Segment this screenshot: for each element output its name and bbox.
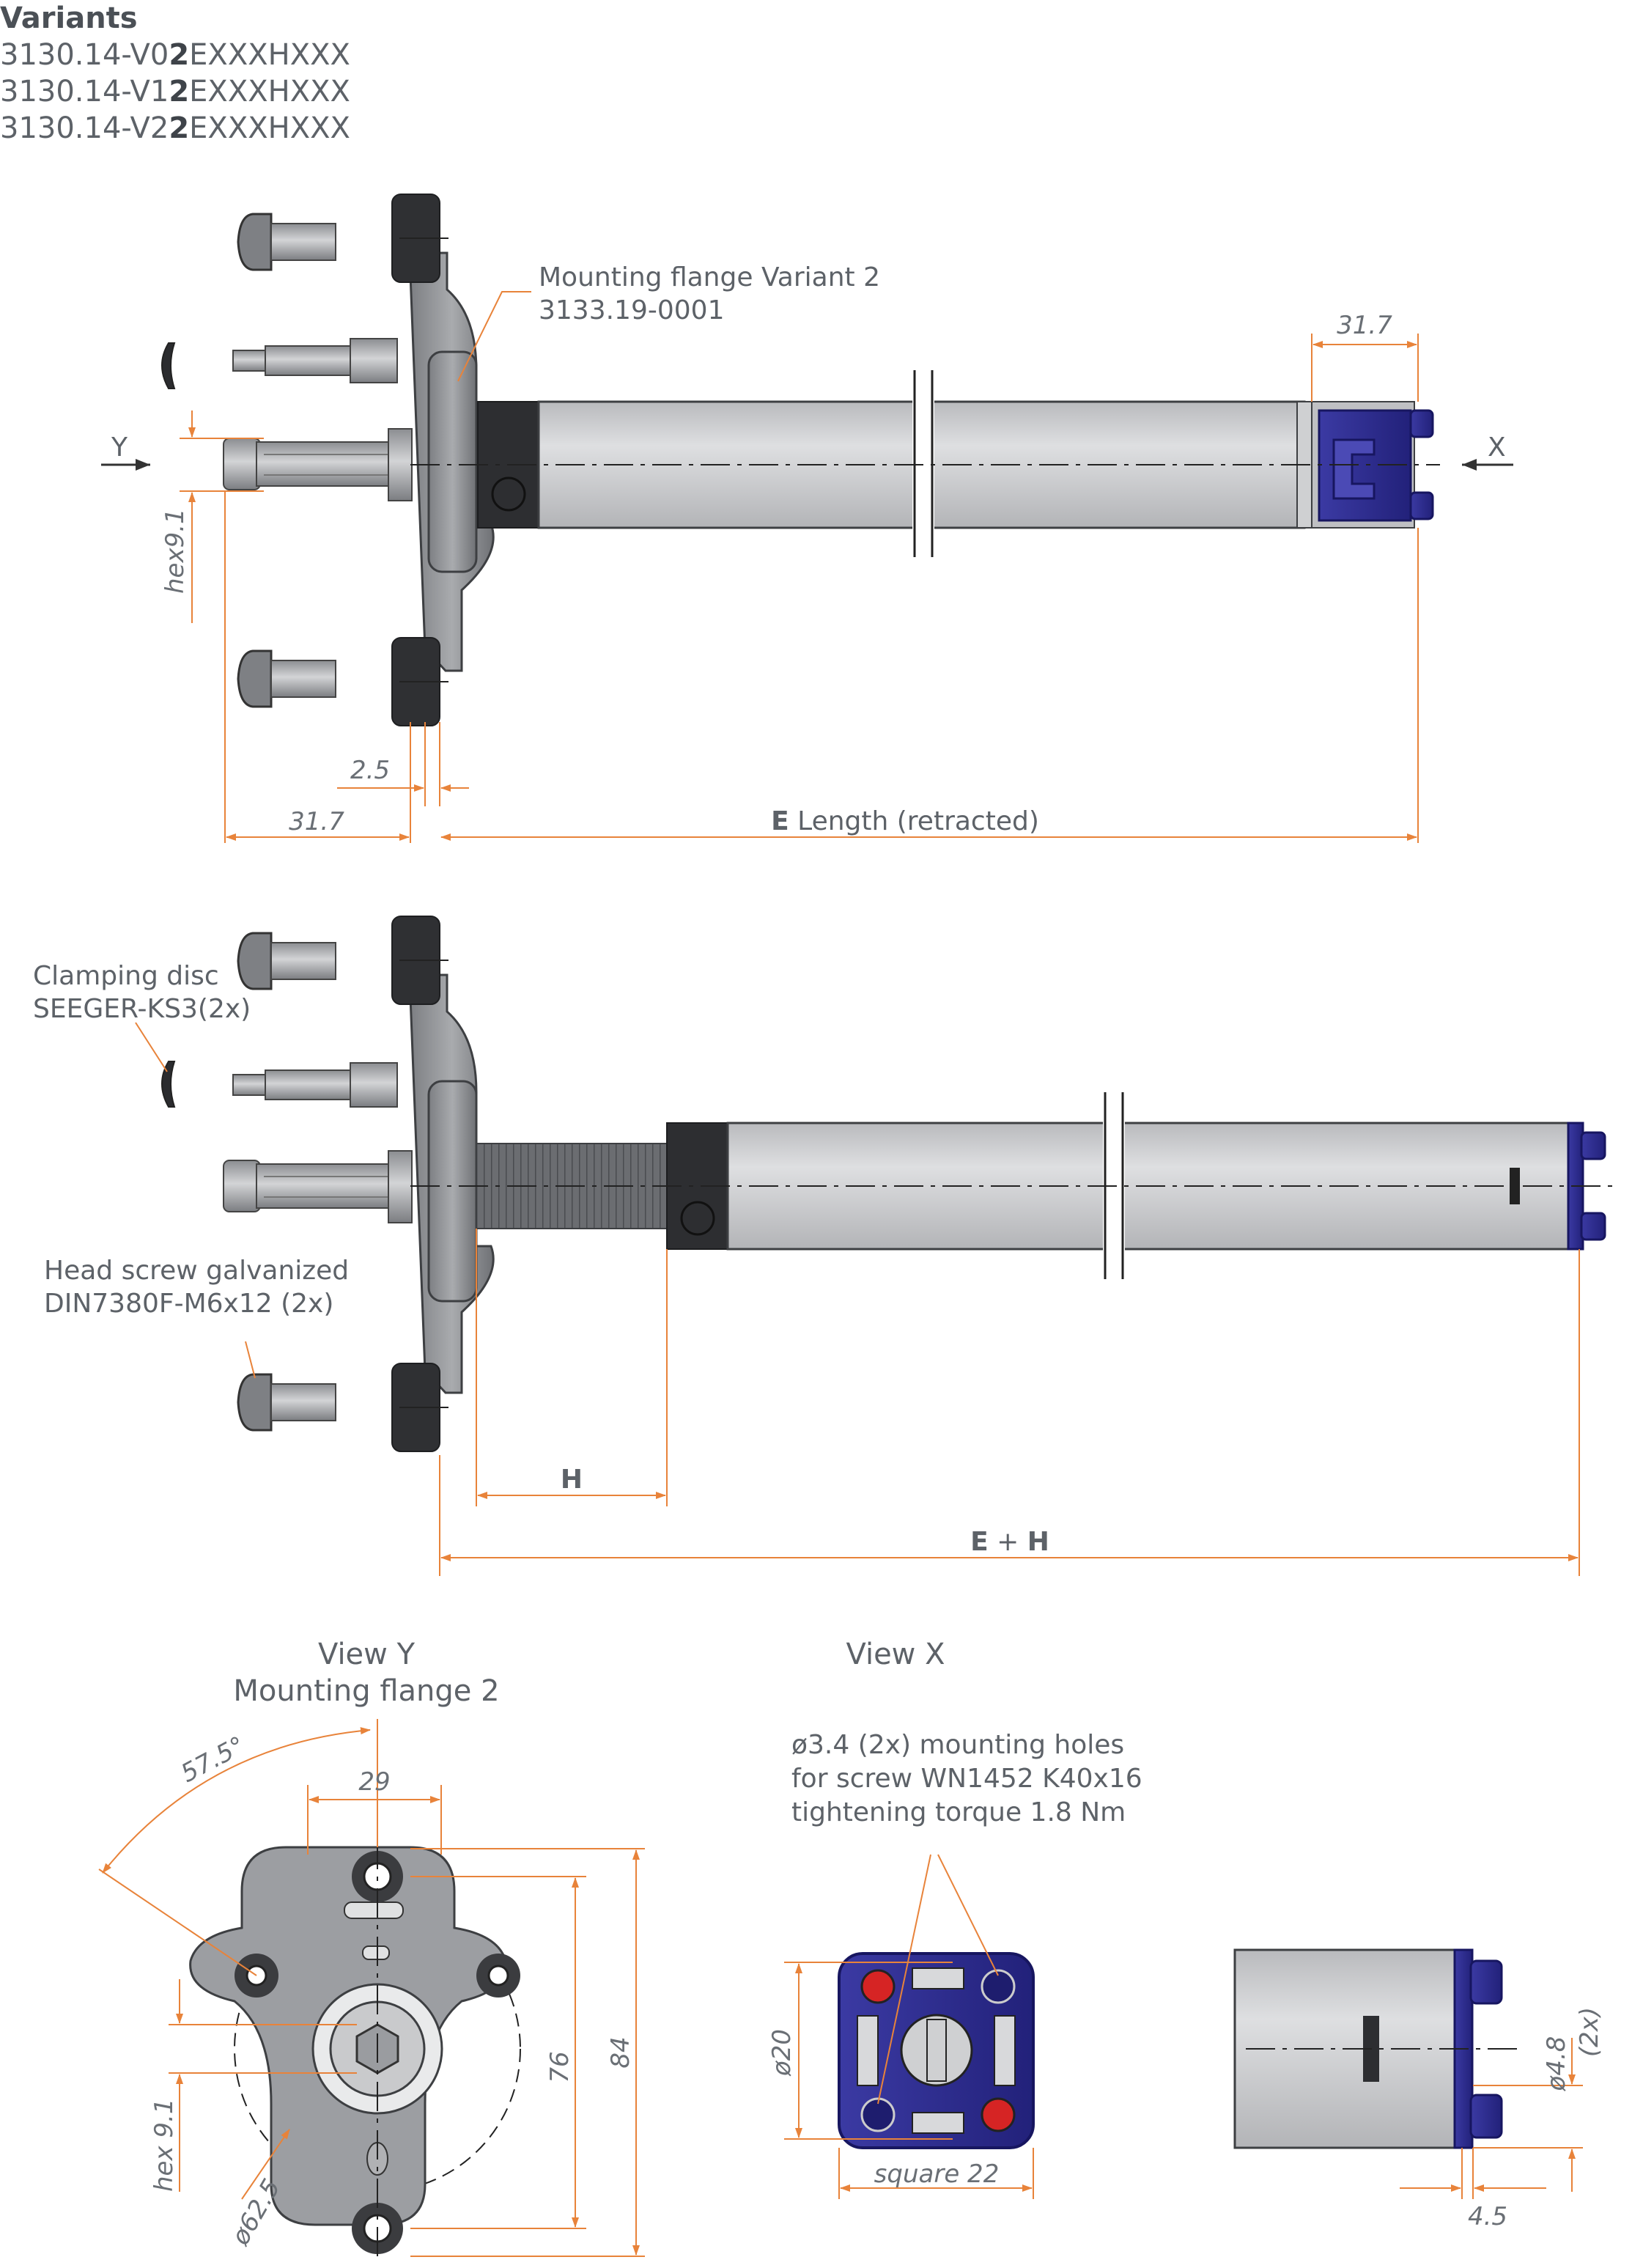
view-x-title: View X: [846, 1638, 945, 1671]
mounting-hole-bottom: [860, 2097, 896, 2132]
head-screw-mid-top: [237, 932, 336, 990]
dim-flange-thickness: 2.5: [350, 756, 390, 785]
mounting-hole-red-bottom: [981, 2097, 1016, 2132]
dim-pitch-diameter: ø62.5: [226, 2174, 287, 2250]
view-y-title-1: View Y: [318, 1638, 416, 1671]
dim-dia-20: ø20: [767, 2029, 797, 2077]
shaft-mid: [223, 1150, 413, 1223]
dim-hex-top: hex9.1: [160, 508, 190, 594]
middle-view-dimensions: Clamping disc SEEGER-KS3(2x) Head screw …: [33, 961, 1580, 1576]
shaft-top: [223, 428, 413, 501]
mounting-hole-top: [981, 1969, 1016, 2004]
end-cap-mid: [1567, 1122, 1606, 1251]
view-x-note-1: ø3.4 (2x) mounting holes: [791, 1730, 1124, 1760]
variants-header: Variants: [0, 1, 138, 35]
dim-cap-length: 31.7: [1337, 311, 1392, 340]
mounting-flange-top: [391, 194, 495, 726]
dim-extended-length: E + H: [970, 1527, 1049, 1557]
dim-square-22: square 22: [874, 2160, 1000, 2189]
mounting-flange-mid: [391, 916, 495, 1452]
view-x: View X ø3.4 (2x) mounting holes for scre…: [791, 1638, 1524, 2149]
pin-mid: [232, 1062, 398, 1108]
variant-item: 3130.14-V02EXXXHXXX: [0, 38, 350, 72]
dim-dia-48: ø4.8: [1542, 2036, 1571, 2092]
dim-flange-width: 29: [358, 1767, 390, 1797]
dim-76: 76: [545, 2051, 575, 2083]
flange-label-line1: Mounting flange Variant 2: [539, 262, 880, 292]
dim-hex-view-y: hex 9.1: [149, 2099, 179, 2192]
flange-pitch-circle: [234, 1905, 521, 2192]
flange-label-line2: 3133.19-0001: [539, 295, 724, 325]
dim-84: 84: [606, 2036, 635, 2068]
head-screw-top: [237, 213, 336, 271]
view-y-title-2: Mounting flange 2: [233, 1674, 499, 1708]
dim-shaft-length: 31.7: [289, 807, 344, 836]
view-x-dimensions: ø20 square 22 ø4.8 (2x) 4.5: [767, 1854, 1604, 2231]
head-screw-mid-bottom: [237, 1373, 336, 1432]
clamp-label-line1: Clamping disc: [33, 961, 219, 991]
top-view-dimensions: Mounting flange Variant 2 3133.19-0001 Y…: [101, 262, 1513, 843]
top-view: [161, 194, 1440, 726]
view-y: View Y Mounting flange 2: [189, 1638, 521, 2261]
variant-item: 3130.14-V22EXXXHXXX: [0, 111, 350, 145]
screw-label-line1: Head screw galvanized: [44, 1256, 349, 1286]
mounting-hole-red-top: [860, 1969, 896, 2004]
variants-block: Variants 3130.14-V02EXXXHXXX 3130.14-V12…: [0, 0, 350, 147]
dim-stroke-h: H: [561, 1465, 583, 1495]
view-x-note-2: for screw WN1452 K40x16: [791, 1764, 1142, 1794]
end-cap-top: [1296, 401, 1434, 529]
variant-item: 3130.14-V12EXXXHXXX: [0, 75, 350, 108]
middle-view: [161, 916, 1612, 1452]
flange-hole-right: [476, 1954, 520, 1998]
clamp-label-line2: SEEGER-KS3(2x): [33, 994, 251, 1024]
dim-angle: 57.5°: [176, 1731, 250, 1789]
clamping-disc-mid: [161, 1061, 176, 1108]
screw-label-line2: DIN7380F-M6x12 (2x): [44, 1289, 333, 1319]
arrow-y-label: Y: [111, 432, 128, 463]
dim-45: 4.5: [1468, 2202, 1507, 2231]
arrow-x-label: X: [1488, 432, 1506, 463]
dim-length-retracted: E Length (retracted): [771, 806, 1039, 836]
pin-top: [232, 338, 398, 383]
dim-dia-48-count: (2x): [1575, 2007, 1604, 2057]
actuator-housing-top: [477, 370, 1306, 557]
view-x-note-3: tightening torque 1.8 Nm: [791, 1797, 1126, 1827]
clamping-disc-top: [161, 342, 176, 389]
head-screw-bottom: [237, 649, 336, 708]
